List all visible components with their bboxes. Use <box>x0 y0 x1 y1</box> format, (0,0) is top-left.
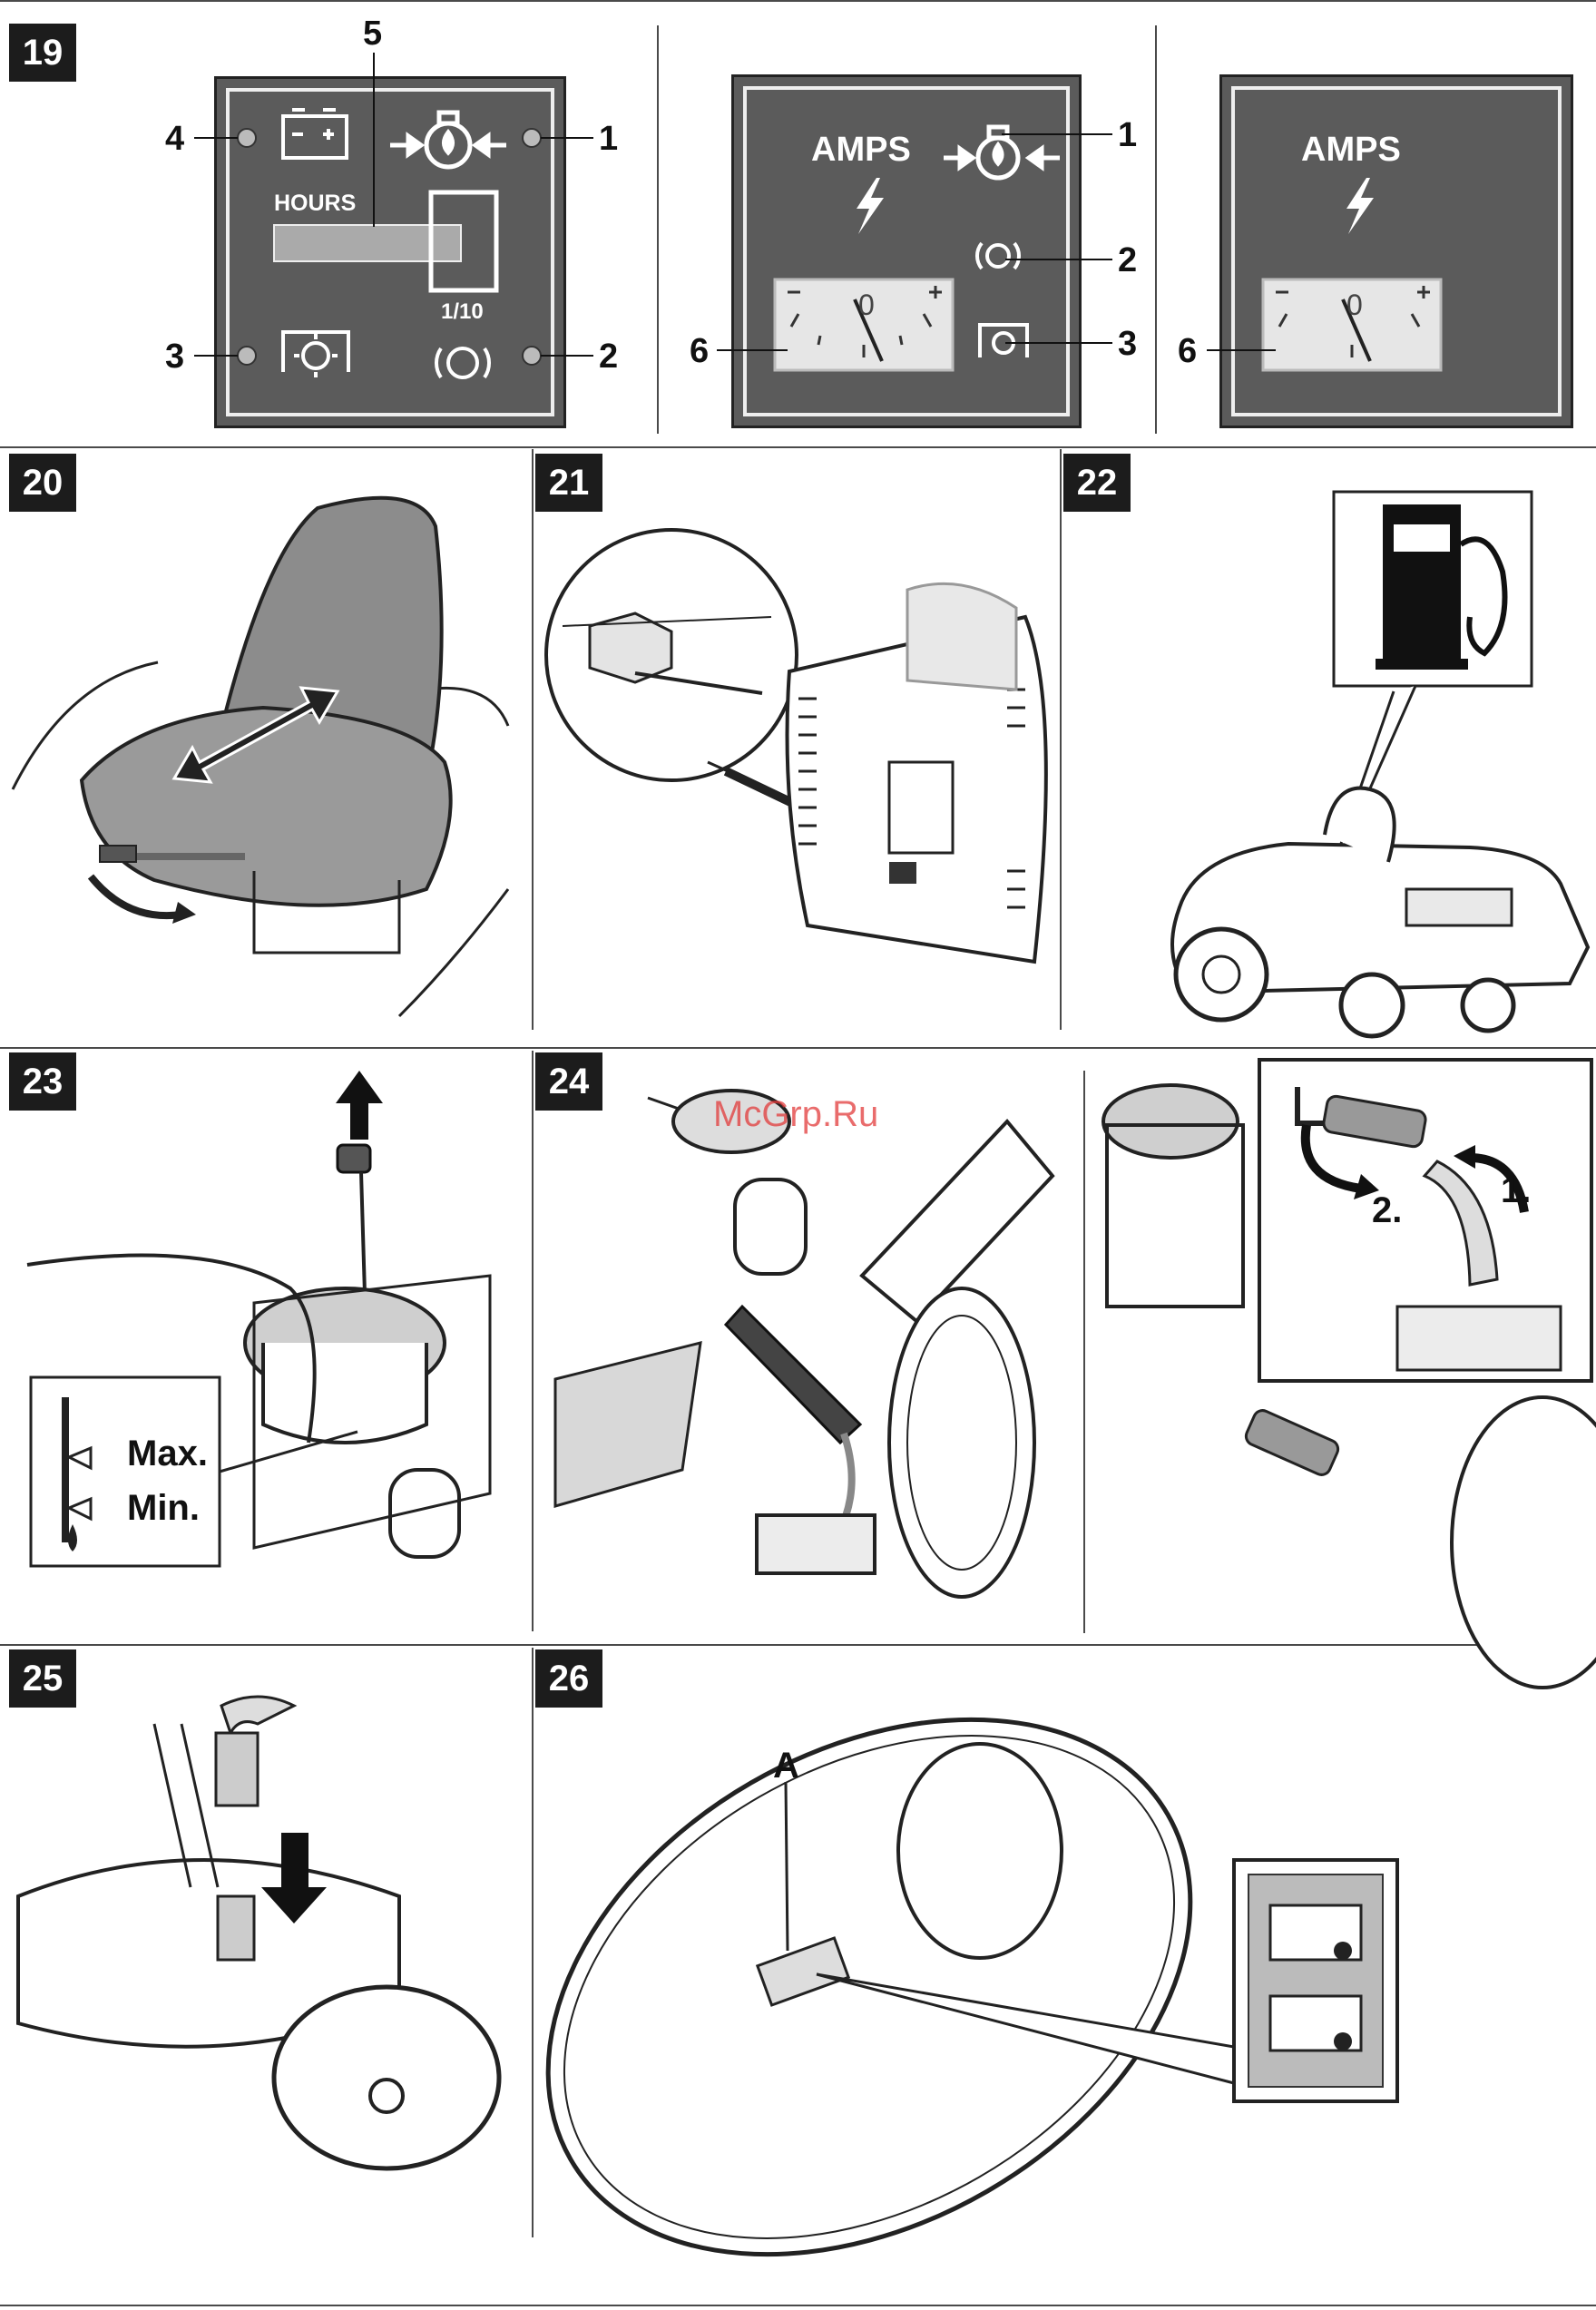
callout-a: A <box>773 1746 799 1786</box>
fender <box>453 1610 1286 2310</box>
